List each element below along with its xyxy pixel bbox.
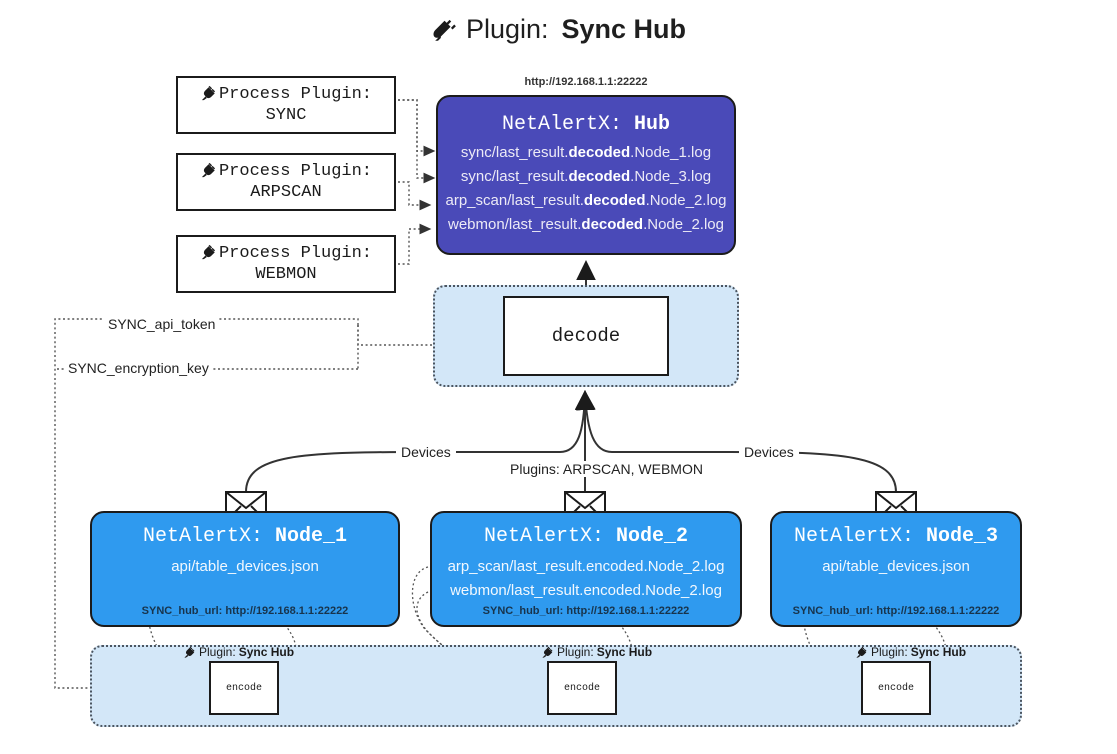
edge-sync-to-hub-2 — [398, 99, 436, 184]
node-netalertx-node-3[interactable]: NetAlertX: Node_3 api/table_devices.json… — [770, 511, 1022, 627]
plugin-prefix: Plugin: — [557, 645, 594, 660]
page-title-name: Sync Hub — [561, 14, 687, 44]
process-plugin-label: Process Plugin: — [218, 84, 373, 104]
node-path-line: api/table_devices.json — [822, 558, 970, 575]
sync-hub-plugin-label-3: Plugin: Sync Hub — [855, 645, 966, 659]
page-title: Plugin: Sync Hub — [0, 14, 1117, 45]
node-title: NetAlertX: Node_2 — [483, 525, 689, 548]
plug-icon — [431, 14, 459, 45]
secret-label-api-token: SYNC_api_token — [104, 316, 220, 332]
plug-icon — [200, 84, 217, 105]
hub-title: NetAlertX: Hub — [501, 113, 671, 136]
plug-icon — [200, 161, 217, 182]
plugin-prefix: Plugin: — [199, 645, 236, 660]
plugin-name: Sync Hub — [238, 645, 295, 660]
process-plugin-name: WEBMON — [255, 265, 317, 284]
hub-log-line: webmon/last_result.decoded.Node_2.log — [448, 216, 724, 233]
node-title: NetAlertX: Node_1 — [142, 525, 348, 548]
plug-icon — [541, 645, 554, 659]
hub-url: http://192.168.1.1:22222 — [524, 76, 648, 88]
hub-node[interactable]: NetAlertX: Hub sync/last_result.decoded.… — [436, 95, 736, 255]
plug-icon — [183, 645, 196, 659]
process-plugin-webmon[interactable]: Process Plugin: WEBMON — [176, 235, 396, 293]
hub-log-line: sync/last_result.decoded.Node_3.log — [460, 168, 712, 185]
edge-node1-devices — [245, 390, 595, 493]
edge-sync-to-hub-1 — [398, 99, 436, 157]
hub-log-line: sync/last_result.decoded.Node_1.log — [460, 144, 712, 161]
edge-label-devices-right: Devices — [739, 444, 799, 460]
process-plugin-name: SYNC — [265, 106, 307, 125]
encode-box-node-3[interactable]: encode — [861, 661, 931, 715]
plugin-name: Sync Hub — [910, 645, 967, 660]
node-footer-url: SYNC_hub_url: http://192.168.1.1:22222 — [141, 605, 349, 617]
node-netalertx-node-2[interactable]: NetAlertX: Node_2 arp_scan/last_result.e… — [430, 511, 742, 627]
node-path-line: api/table_devices.json — [171, 558, 319, 575]
process-plugin-arpscan[interactable]: Process Plugin: ARPSCAN — [176, 153, 396, 211]
edge-webmon-to-hub — [398, 223, 432, 265]
edge-arpscan-to-hub — [398, 181, 432, 211]
process-plugin-label: Process Plugin: — [218, 161, 373, 181]
plug-icon — [200, 243, 217, 264]
node-title: NetAlertX: Node_3 — [793, 525, 999, 548]
node-path-line: webmon/last_result.encoded.Node_2.log — [450, 582, 722, 599]
page-title-prefix: Plugin: — [465, 14, 549, 44]
node-netalertx-node-1[interactable]: NetAlertX: Node_1 api/table_devices.json… — [90, 511, 400, 627]
edge-label-devices-left: Devices — [396, 444, 456, 460]
process-plugin-name: ARPSCAN — [250, 183, 322, 202]
process-plugin-label: Process Plugin: — [218, 243, 373, 263]
node-footer-url: SYNC_hub_url: http://192.168.1.1:22222 — [482, 605, 690, 617]
edge-node3-devices — [576, 390, 897, 493]
node-path-line: arp_scan/last_result.encoded.Node_2.log — [447, 558, 725, 575]
secret-label-encryption-key: SYNC_encryption_key — [64, 360, 213, 376]
sync-hub-plugin-label-2: Plugin: Sync Hub — [541, 645, 652, 659]
encode-box-node-1[interactable]: encode — [209, 661, 279, 715]
edge-label-plugins-center: Plugins: ARPSCAN, WEBMON — [505, 461, 708, 477]
decode-box[interactable]: decode — [503, 296, 669, 376]
hub-log-line: arp_scan/last_result.decoded.Node_2.log — [445, 192, 727, 209]
encode-box-node-2[interactable]: encode — [547, 661, 617, 715]
node-footer-url: SYNC_hub_url: http://192.168.1.1:22222 — [792, 605, 1000, 617]
plug-icon — [855, 645, 868, 659]
plugin-name: Sync Hub — [596, 645, 653, 660]
sync-hub-plugin-label-1: Plugin: Sync Hub — [183, 645, 294, 659]
plugin-prefix: Plugin: — [871, 645, 908, 660]
process-plugin-sync[interactable]: Process Plugin: SYNC — [176, 76, 396, 134]
